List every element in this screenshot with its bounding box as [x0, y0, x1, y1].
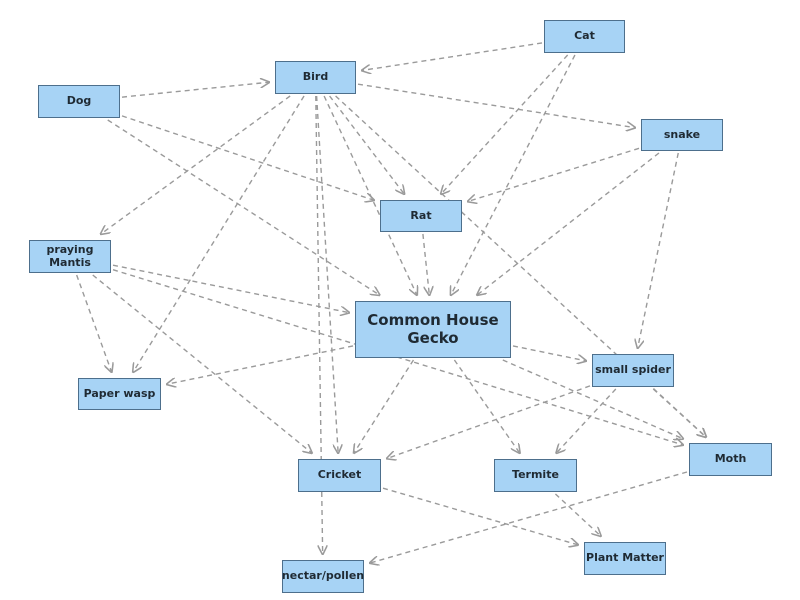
node-small-spider: small spider — [592, 354, 674, 387]
node-paper-wasp: Paper wasp — [78, 378, 161, 410]
arrow-rat-to-common-house-gecko — [422, 233, 429, 295]
arrow-small-spider-to-moth — [652, 388, 706, 437]
arrow-praying-mantis-to-paper-wasp — [76, 274, 112, 372]
node-plant-matter: Plant Matter — [584, 542, 666, 575]
arrow-common-house-gecko-to-small-spider — [512, 345, 586, 361]
arrow-small-spider-to-termite — [556, 388, 617, 453]
arrow-bird-to-rat — [329, 95, 405, 194]
arrow-bird-to-moth — [335, 95, 706, 437]
arrow-small-spider-to-cricket — [387, 385, 591, 459]
arrow-common-house-gecko-to-paper-wasp — [167, 345, 354, 384]
arrow-dog-to-rat — [121, 115, 374, 200]
node-dog: Dog — [38, 85, 120, 118]
node-common-house-gecko: Common House Gecko — [355, 301, 511, 358]
arrow-common-house-gecko-to-moth — [502, 359, 683, 439]
arrow-cat-to-bird — [362, 42, 543, 70]
arrow-common-house-gecko-to-termite — [453, 359, 519, 453]
arrow-bird-to-paper-wasp — [133, 95, 305, 372]
arrow-bird-to-cricket — [315, 95, 339, 453]
arrow-moth-to-nectar-pollen — [370, 471, 688, 563]
node-cat: Cat — [544, 20, 625, 53]
node-cricket: Cricket — [298, 459, 381, 492]
arrow-snake-to-rat — [468, 147, 640, 201]
arrow-bird-to-common-house-gecko — [323, 95, 417, 295]
arrow-snake-to-small-spider — [638, 152, 679, 348]
node-snake: snake — [641, 119, 723, 151]
arrow-termite-to-plant-matter — [554, 493, 600, 536]
arrow-cat-to-rat — [441, 54, 569, 194]
arrow-common-house-gecko-to-cricket — [354, 359, 415, 453]
node-praying-mantis: praying Mantis — [29, 240, 111, 273]
arrow-dog-to-common-house-gecko — [107, 119, 380, 295]
arrow-dog-to-bird — [121, 82, 269, 98]
arrow-cat-to-common-house-gecko — [451, 54, 576, 295]
node-moth: Moth — [689, 443, 772, 476]
arrow-praying-mantis-to-cricket — [92, 274, 312, 453]
node-bird: Bird — [275, 61, 356, 94]
arrow-bird-to-praying-mantis — [101, 95, 291, 234]
arrow-snake-to-common-house-gecko — [477, 152, 660, 295]
node-termite: Termite — [494, 459, 577, 492]
node-rat: Rat — [380, 200, 462, 232]
node-nectar-pollen: nectar/pollen — [282, 560, 364, 593]
arrow-praying-mantis-to-common-house-gecko — [112, 264, 349, 312]
arrow-bird-to-snake — [357, 83, 635, 127]
arrow-cricket-to-plant-matter — [382, 487, 578, 545]
